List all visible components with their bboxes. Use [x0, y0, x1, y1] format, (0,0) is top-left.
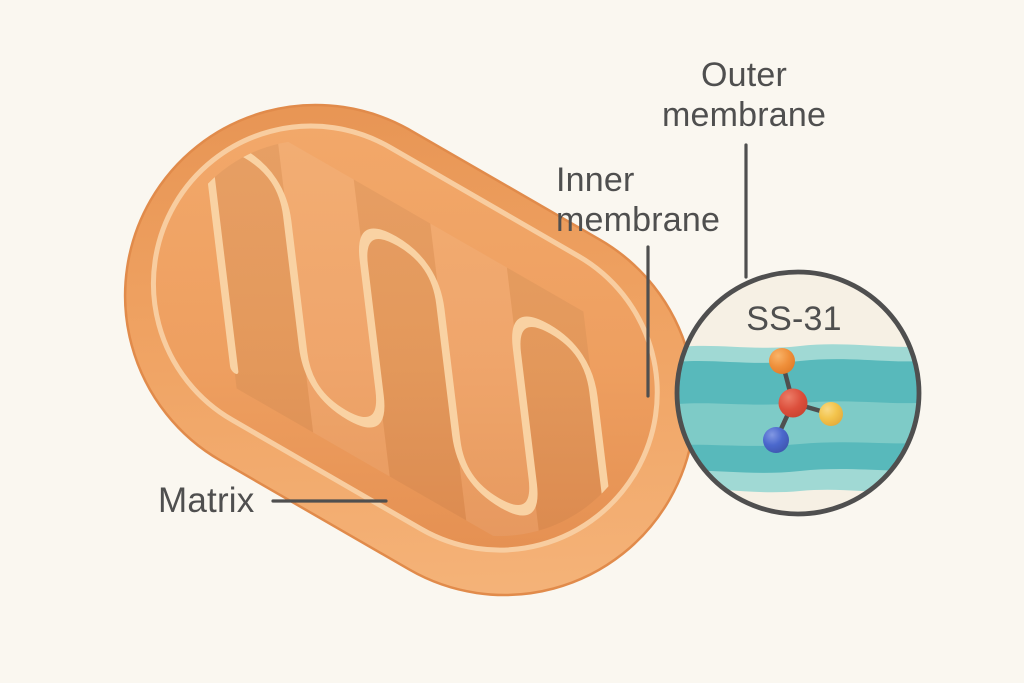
leader-lines [271, 143, 748, 503]
inset-border [674, 269, 922, 517]
ss31-molecule [763, 348, 843, 453]
atom-yellow [819, 402, 843, 426]
membrane-bands [679, 344, 917, 494]
cristae-path [205, 140, 622, 589]
cristae [205, 140, 622, 589]
label-ss31: SS-31 [746, 300, 842, 338]
label-outer-membrane: Outer membrane [661, 56, 827, 134]
ss31-inset [674, 269, 922, 517]
label-inner-membrane: Inner membrane [556, 161, 721, 239]
atom-red [778, 388, 808, 418]
fold-shade [277, 135, 390, 477]
fold-shade [353, 179, 467, 521]
label-matrix: Matrix [158, 481, 255, 520]
fold-shade [430, 223, 543, 565]
mitochondrion [123, 91, 697, 597]
atom-orange [769, 348, 795, 374]
atom-blue [763, 427, 789, 453]
fold-shade [200, 91, 314, 433]
band-mid [679, 401, 917, 446]
